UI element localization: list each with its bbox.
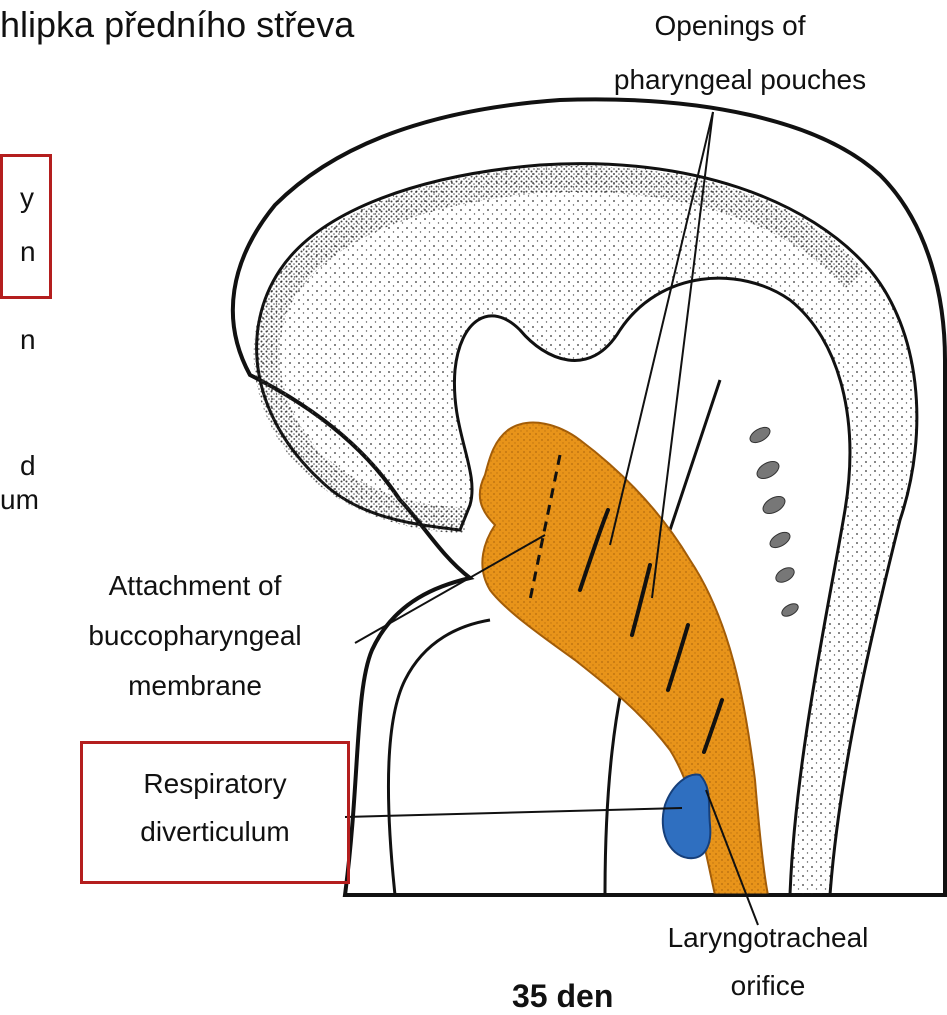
label-respiratory-line2: diverticulum xyxy=(83,816,347,848)
label-respiratory-line1: Respiratory xyxy=(83,768,347,800)
label-openings-line2: pharyngeal pouches xyxy=(540,64,940,96)
label-attachment-line3: membrane xyxy=(40,670,350,702)
label-attachment-line1: Attachment of xyxy=(40,570,350,602)
left-fragment-4: d xyxy=(20,450,36,482)
page-title: hlipka předního střeva xyxy=(0,4,354,45)
left-fragment-3: n xyxy=(20,324,36,356)
label-laryngotracheal-line1: Laryngotracheal xyxy=(590,922,946,954)
label-attachment-line2: buccopharyngeal xyxy=(40,620,350,652)
label-openings-line1: Openings of xyxy=(540,10,920,42)
left-fragment-2: n xyxy=(20,236,36,268)
left-fragment-5: um xyxy=(0,484,39,516)
highlight-box-top xyxy=(0,154,52,299)
label-laryngotracheal-line2: orifice xyxy=(590,970,946,1002)
day-label: 35 den xyxy=(512,978,613,1015)
highlight-box-respiratory xyxy=(80,741,350,884)
left-fragment-1: y xyxy=(20,182,34,214)
